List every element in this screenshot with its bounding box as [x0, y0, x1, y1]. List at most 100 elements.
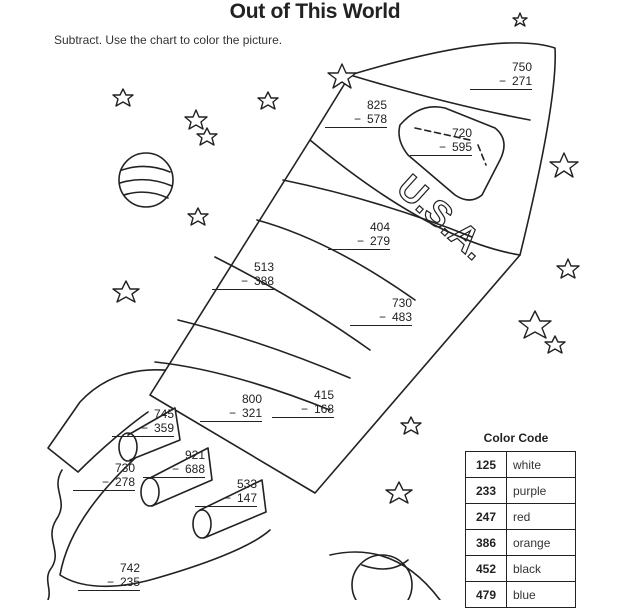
exhaust-wiggle [46, 469, 63, 600]
minus-sign: − [438, 140, 446, 154]
rocket-stripe-3 [256, 219, 416, 301]
problem-bottom: 147 [236, 491, 257, 505]
code-color: blue [506, 581, 576, 608]
minus-sign: − [356, 234, 364, 248]
problem-top: 745 [153, 407, 174, 421]
code-color: purple [506, 477, 576, 504]
problem-12: 533 −147 [195, 477, 257, 507]
star-icon [400, 416, 422, 435]
problem-8: 415 −168 [272, 388, 334, 418]
minus-sign: − [300, 402, 308, 416]
star-icon [112, 88, 134, 107]
problem-bottom: 388 [253, 274, 274, 288]
rocket-fin-left [47, 369, 181, 473]
problem-bottom: 168 [313, 402, 334, 416]
thruster-right [192, 479, 267, 539]
star-icon [544, 335, 566, 354]
minus-sign: − [140, 421, 148, 435]
code-number: 125 [465, 451, 507, 478]
table-row: 233 purple [465, 477, 576, 504]
star-icon [512, 12, 528, 27]
star-icon [112, 280, 140, 303]
table-row: 247 red [465, 503, 576, 530]
problem-top: 730 [391, 296, 412, 310]
minus-sign: − [378, 310, 386, 324]
problem-bottom: 279 [369, 234, 390, 248]
minus-sign: − [101, 475, 109, 489]
problem-6: 730 −483 [350, 296, 412, 326]
code-number: 479 [465, 581, 507, 608]
problem-top: 404 [369, 220, 390, 234]
instructions-text: Subtract. Use the chart to color the pic… [54, 33, 283, 47]
thruster-left [118, 407, 181, 462]
star-icon [257, 91, 279, 110]
problem-10: 921 −688 [143, 448, 205, 478]
problem-bottom: 359 [153, 421, 174, 435]
problem-5: 513 −388 [212, 260, 274, 290]
color-code-title: Color Code [483, 431, 549, 445]
rocket-stripe-6 [154, 361, 331, 411]
star-icon [327, 63, 357, 89]
minus-sign: − [353, 112, 361, 126]
problem-9: 745 −359 [112, 407, 174, 437]
color-code-table: 125 white 233 purple 247 red 386 orange … [465, 451, 576, 608]
stars [112, 12, 580, 504]
problem-top: 742 [119, 561, 140, 575]
table-row: 452 black [465, 555, 576, 582]
problem-13: 742 −235 [78, 561, 140, 591]
problem-top: 921 [184, 448, 205, 462]
minus-sign: − [498, 74, 506, 88]
star-icon [518, 310, 552, 339]
problem-bottom: 595 [451, 140, 472, 154]
problem-bottom: 235 [119, 575, 140, 589]
problem-top: 825 [366, 98, 387, 112]
rocket-window [398, 106, 505, 201]
minus-sign: − [171, 462, 179, 476]
problem-bottom: 483 [391, 310, 412, 324]
problem-top: 730 [114, 461, 135, 475]
problem-top: 720 [451, 126, 472, 140]
minus-sign: − [106, 575, 114, 589]
rocket-stripe-4 [214, 256, 371, 351]
code-color: red [506, 503, 576, 530]
problem-bottom: 578 [366, 112, 387, 126]
star-icon [556, 258, 580, 279]
code-number: 233 [465, 477, 507, 504]
star-icon [196, 127, 218, 146]
code-color: black [506, 555, 576, 582]
problem-7: 800 −321 [200, 392, 262, 422]
worksheet-title: Out of This World [229, 0, 401, 23]
problem-1: 750 −271 [470, 60, 532, 90]
minus-sign: − [228, 406, 236, 420]
rocket-nose-line [349, 74, 531, 121]
star-icon [187, 207, 209, 226]
star-icon [549, 152, 579, 178]
code-color: white [506, 451, 576, 478]
problem-bottom: 321 [241, 406, 262, 420]
table-row: 386 orange [465, 529, 576, 556]
minus-sign: − [223, 491, 231, 505]
problem-top: 750 [511, 60, 532, 74]
problem-top: 533 [236, 477, 257, 491]
problem-3: 720 −595 [410, 126, 472, 156]
problem-11: 730 −278 [73, 461, 135, 491]
table-row: 479 blue [465, 581, 576, 608]
problem-bottom: 278 [114, 475, 135, 489]
problem-top: 415 [313, 388, 334, 402]
problem-2: 825 −578 [325, 98, 387, 128]
code-number: 386 [465, 529, 507, 556]
problem-4: 404 −279 [328, 220, 390, 250]
planet-striped [118, 152, 174, 208]
window-shine [414, 127, 487, 166]
planet-ringed [329, 551, 441, 600]
table-row: 125 white [465, 451, 576, 478]
star-icon [385, 481, 413, 504]
code-number: 452 [465, 555, 507, 582]
problem-bottom: 688 [184, 462, 205, 476]
rocket-stripe-5 [177, 319, 351, 379]
minus-sign: − [240, 274, 248, 288]
rocket-fin-bottom [59, 439, 271, 588]
problem-top: 800 [241, 392, 262, 406]
star-icon [184, 109, 208, 130]
rocket-stripe-2 [282, 179, 473, 238]
